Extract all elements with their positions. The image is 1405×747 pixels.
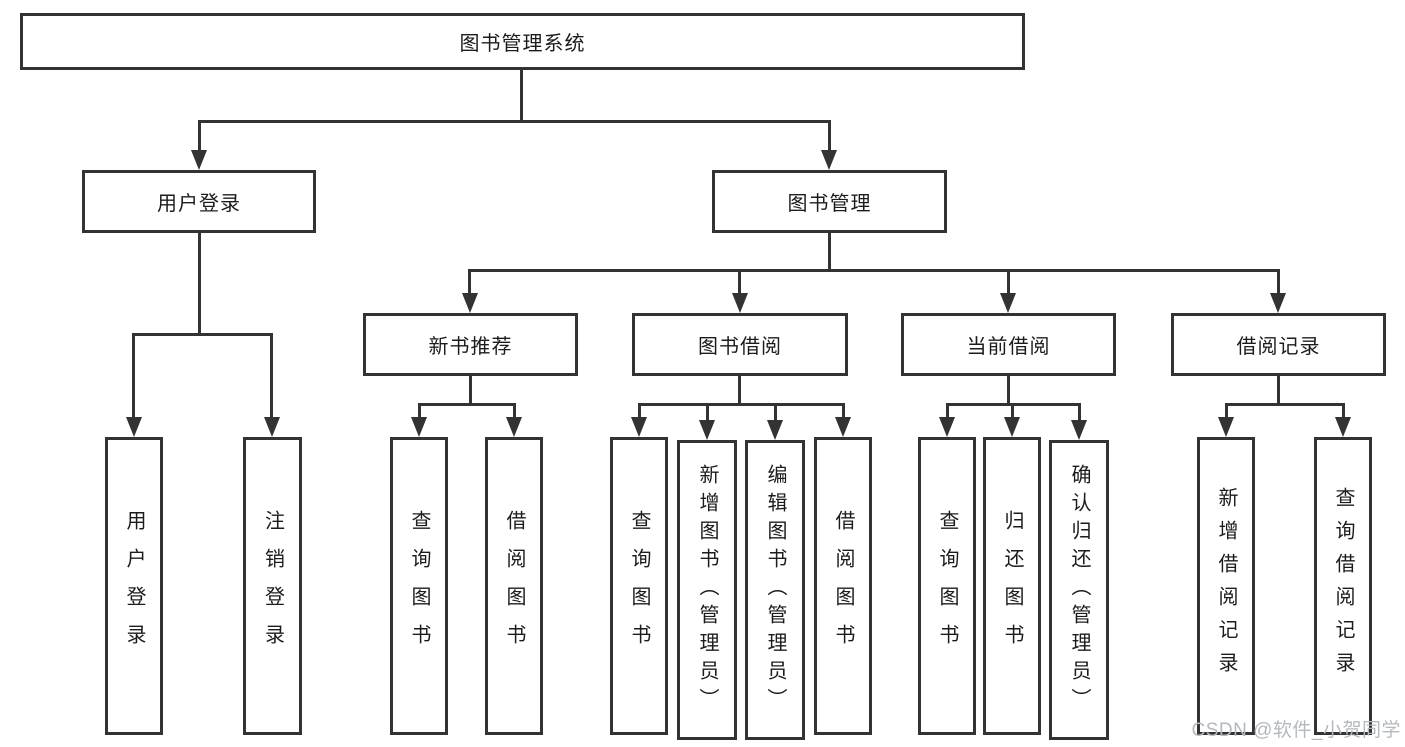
connector-vline [198, 120, 201, 152]
connector-hline [1225, 403, 1344, 406]
connector-vline [270, 333, 273, 419]
node-borrow-records-label: 借阅记录 [1236, 336, 1321, 358]
leaf-records-query-record-label: 查询借阅记录 [1332, 487, 1354, 685]
leaf-logout: 注销登录 [243, 437, 302, 735]
leaf-borrow-add-books-admin-label: 新增图书（管理员） [696, 464, 718, 716]
connector-vline [132, 333, 135, 419]
connector-vline [1342, 403, 1345, 419]
leaf-current-query-books: 查询图书 [918, 437, 976, 735]
connector-vline [520, 69, 523, 122]
connector-vline [1277, 376, 1280, 405]
node-root: 图书管理系统 [20, 13, 1025, 70]
leaf-records-add-record-label: 新增借阅记录 [1215, 487, 1237, 685]
node-user-login-label: 用户登录 [157, 193, 241, 215]
connector-vline [828, 233, 831, 271]
leaf-current-confirm-return-admin-label: 确认归还（管理员） [1068, 464, 1090, 716]
leaf-newrec-query-books: 查询图书 [390, 437, 448, 735]
arrowhead-down-icon [939, 417, 955, 437]
node-new-book-recommend: 新书推荐 [363, 313, 578, 376]
leaf-current-query-books-label: 查询图书 [936, 510, 958, 662]
node-book-borrow-label: 图书借阅 [698, 336, 782, 358]
leaf-newrec-borrow-books-label: 借阅图书 [503, 510, 525, 662]
connector-vline [1007, 269, 1010, 295]
leaf-current-confirm-return-admin: 确认归还（管理员） [1049, 440, 1109, 740]
arrowhead-down-icon [732, 293, 748, 313]
leaf-records-query-record: 查询借阅记录 [1314, 437, 1372, 735]
leaf-user-login: 用户登录 [105, 437, 163, 735]
connector-vline [468, 269, 471, 295]
connector-vline [1078, 403, 1081, 422]
arrowhead-down-icon [126, 417, 142, 437]
connector-hline [133, 333, 273, 336]
node-current-borrow: 当前借阅 [901, 313, 1116, 376]
arrowhead-down-icon [411, 417, 427, 437]
leaf-user-login-label: 用户登录 [123, 510, 145, 662]
connector-vline [1011, 403, 1014, 419]
leaf-current-return-books-label: 归还图书 [1001, 510, 1023, 662]
arrowhead-down-icon [767, 420, 783, 440]
arrowhead-down-icon [1004, 417, 1020, 437]
arrowhead-down-icon [1071, 420, 1087, 440]
connector-vline [513, 403, 516, 419]
connector-hline [638, 403, 844, 406]
leaf-borrow-edit-books-admin-label: 编辑图书（管理员） [764, 464, 786, 716]
node-book-management: 图书管理 [712, 170, 947, 233]
connector-vline [638, 403, 641, 419]
leaf-borrow-query-books-label: 查询图书 [628, 510, 650, 662]
connector-vline [469, 376, 472, 405]
node-user-login: 用户登录 [82, 170, 316, 233]
leaf-current-return-books: 归还图书 [983, 437, 1041, 735]
connector-vline [1007, 376, 1010, 405]
leaf-newrec-query-books-label: 查询图书 [408, 510, 430, 662]
connector-vline [774, 403, 777, 422]
leaf-newrec-borrow-books: 借阅图书 [485, 437, 543, 735]
connector-hline [198, 120, 831, 123]
connector-vline [418, 403, 421, 419]
connector-vline [946, 403, 949, 419]
node-book-borrow: 图书借阅 [632, 313, 848, 376]
arrowhead-down-icon [1000, 293, 1016, 313]
watermark: CSDN @软件_小贺同学 [1191, 720, 1401, 741]
connector-vline [1277, 269, 1280, 295]
arrowhead-down-icon [699, 420, 715, 440]
connector-vline [738, 269, 741, 295]
leaf-borrow-edit-books-admin: 编辑图书（管理员） [745, 440, 805, 740]
leaf-logout-label: 注销登录 [261, 510, 284, 662]
node-book-management-label: 图书管理 [787, 193, 872, 215]
connector-vline [842, 403, 845, 419]
arrowhead-down-icon [631, 417, 647, 437]
arrowhead-down-icon [821, 150, 837, 170]
arrowhead-down-icon [835, 417, 851, 437]
arrowhead-down-icon [462, 293, 478, 313]
leaf-borrow-query-books: 查询图书 [610, 437, 668, 735]
leaf-borrow-add-books-admin: 新增图书（管理员） [677, 440, 737, 740]
arrowhead-down-icon [1218, 417, 1234, 437]
leaf-borrow-borrow-books: 借阅图书 [814, 437, 872, 735]
node-new-book-recommend-label: 新书推荐 [428, 336, 513, 358]
leaf-records-add-record: 新增借阅记录 [1197, 437, 1255, 735]
arrowhead-down-icon [1335, 417, 1351, 437]
connector-vline [828, 120, 831, 152]
node-borrow-records: 借阅记录 [1171, 313, 1386, 376]
connector-vline [706, 403, 709, 422]
arrowhead-down-icon [264, 417, 280, 437]
connector-vline [738, 376, 741, 405]
connector-vline [198, 233, 201, 335]
arrowhead-down-icon [191, 150, 207, 170]
node-current-borrow-label: 当前借阅 [966, 336, 1051, 358]
arrowhead-down-icon [506, 417, 522, 437]
connector-vline [1225, 403, 1228, 419]
arrowhead-down-icon [1270, 293, 1286, 313]
connector-hline [418, 403, 515, 406]
leaf-borrow-borrow-books-label: 借阅图书 [832, 510, 854, 662]
connector-hline [469, 269, 1279, 272]
node-root-label: 图书管理系统 [459, 33, 586, 55]
